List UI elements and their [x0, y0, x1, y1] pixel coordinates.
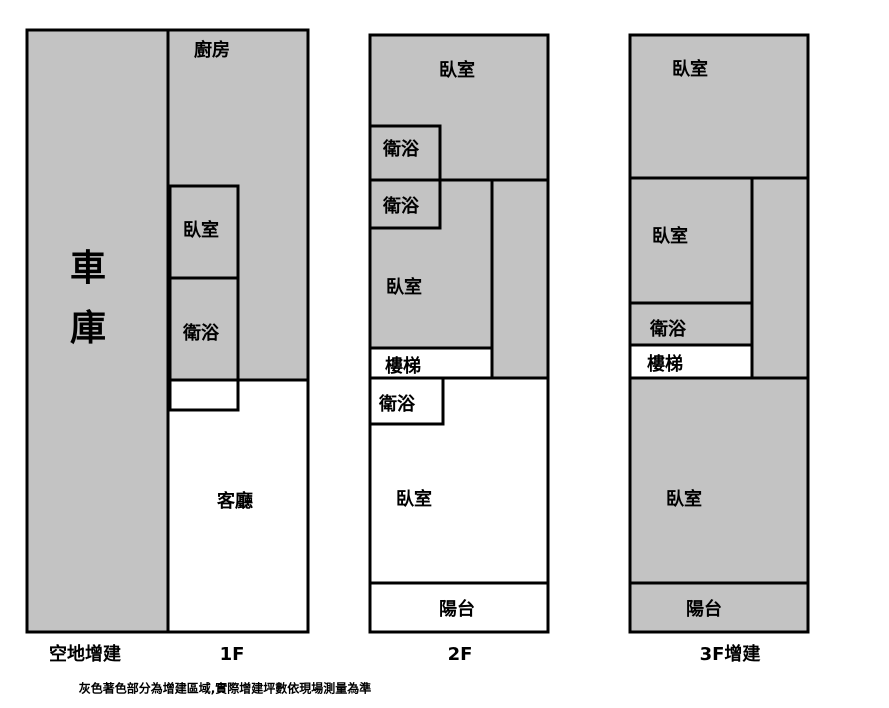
balcony-2f: [368, 581, 550, 634]
side-strip-3f: [750, 176, 810, 380]
bathroom-3-label: 衛浴: [378, 393, 416, 415]
bedroom-1f: [168, 184, 240, 280]
bedroom-top-label: 臥室: [672, 58, 708, 80]
floor-3-plan: 臥室 臥室 衛浴 樓梯 臥室 陽台: [628, 33, 810, 634]
balcony-label: 陽台: [439, 598, 475, 620]
kitchen-label: 廚房: [194, 39, 230, 61]
living-room-label: 客廳: [217, 490, 253, 512]
floor-1-plan: 車 庫 廚房 臥室 衛浴 客廳: [25, 28, 310, 634]
caption-vacant-lot-extension: 空地增建: [49, 643, 121, 665]
bedroom-lower-label: 臥室: [666, 488, 702, 510]
stairs-label: 樓梯: [647, 353, 683, 375]
garage-area: [25, 28, 170, 634]
bedroom-label: 臥室: [183, 219, 219, 241]
bedroom-lower-label: 臥室: [396, 488, 432, 510]
bedroom-mid-3f: [628, 176, 754, 305]
caption-2f: 2F: [448, 644, 473, 665]
bedroom-lower-3f: [628, 376, 810, 585]
bathroom-3f: [628, 301, 754, 347]
bedroom-mid-label: 臥室: [652, 225, 688, 247]
bathroom-1-label: 衛浴: [382, 138, 420, 160]
garage-label-1: 車: [70, 248, 106, 289]
stairs-label: 樓梯: [385, 355, 421, 377]
stairs-3f: [628, 343, 754, 380]
small-room-1f: [168, 378, 240, 412]
footnote: 灰色著色部分為增建區域,實際增建坪數依現場測量為準: [79, 681, 372, 696]
balcony-3f: [628, 581, 810, 634]
floor-2-plan: 臥室 衛浴 衛浴 臥室 樓梯 衛浴 臥室 陽台: [368, 33, 550, 634]
bathroom-3-2f: [368, 376, 445, 426]
bathroom-label: 衛浴: [182, 322, 220, 344]
bathroom-1-2f: [368, 124, 442, 182]
bedroom-top-3f: [628, 33, 810, 180]
balcony-label: 陽台: [686, 598, 722, 620]
garage-label-2: 庫: [70, 308, 106, 349]
bathroom-2-2f: [368, 178, 442, 230]
bedroom-mid-label: 臥室: [386, 276, 422, 298]
side-strip-2f: [490, 178, 550, 380]
bathroom-2-label: 衛浴: [382, 195, 420, 217]
caption-1f: 1F: [220, 644, 245, 665]
caption-3f: 3F增建: [700, 643, 761, 665]
bedroom-top-label: 臥室: [439, 59, 475, 81]
bathroom-label: 衛浴: [649, 318, 687, 340]
